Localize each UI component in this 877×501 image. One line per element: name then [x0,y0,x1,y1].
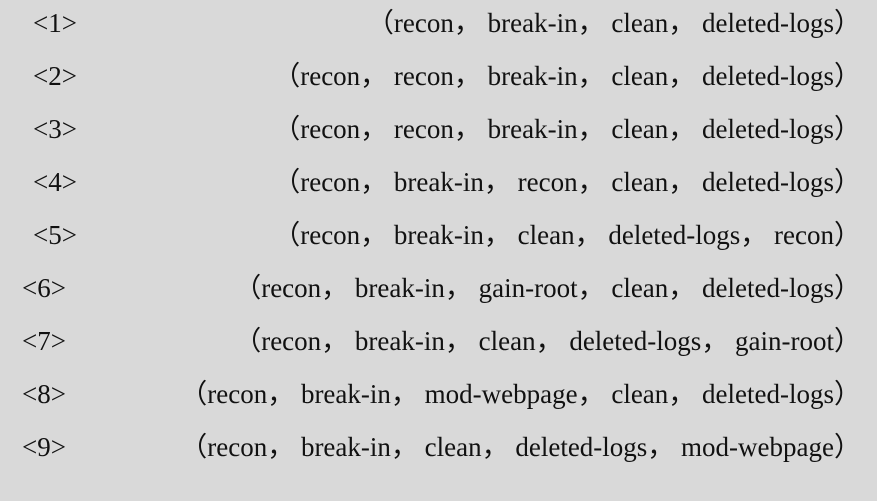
sequence-row: <4> （recon， break-in， recon， clean， dele… [0,162,877,202]
sequence-text: （recon， break-in， clean， deleted-logs， m… [180,432,861,462]
sequence-index: <3> [33,114,77,144]
sequence-text: （recon， break-in， clean， deleted-logs， g… [234,326,861,356]
sequence-text: （recon， break-in， clean， deleted-logs， r… [273,220,861,250]
sequence-row: <5> （recon， break-in， clean， deleted-log… [0,215,877,255]
sequence-text: （recon， recon， break-in， clean， deleted-… [273,61,861,91]
sequence-row: <8> （recon， break-in， mod-webpage， clean… [0,374,877,414]
sequence-text: （recon， break-in， gain-root， clean， dele… [234,273,861,303]
sequence-index: <6> [22,273,66,303]
sequence-text: （recon， break-in， recon， clean， deleted-… [273,167,861,197]
sequence-text: （recon， recon， break-in， clean， deleted-… [273,114,861,144]
sequence-row: <7> （recon， break-in， clean， deleted-log… [0,321,877,361]
sequence-index: <1> [33,8,77,38]
sequence-text: （recon， break-in， mod-webpage， clean， de… [180,379,861,409]
sequence-index: <7> [22,326,66,356]
sequence-index: <5> [33,220,77,250]
sequence-index: <2> [33,61,77,91]
sequence-row: <3> （recon， recon， break-in， clean， dele… [0,109,877,149]
sequence-row: <1> （recon， break-in， clean， deleted-log… [0,3,877,43]
sequence-index: <8> [22,379,66,409]
sequence-row: <6> （recon， break-in， gain-root， clean， … [0,268,877,308]
sequence-index: <9> [22,432,66,462]
sequence-row: <9> （recon， break-in， clean， deleted-log… [0,427,877,467]
sequence-text: （recon， break-in， clean， deleted-logs） [366,8,861,38]
sequence-index: <4> [33,167,77,197]
sequence-row: <2> （recon， recon， break-in， clean， dele… [0,56,877,96]
